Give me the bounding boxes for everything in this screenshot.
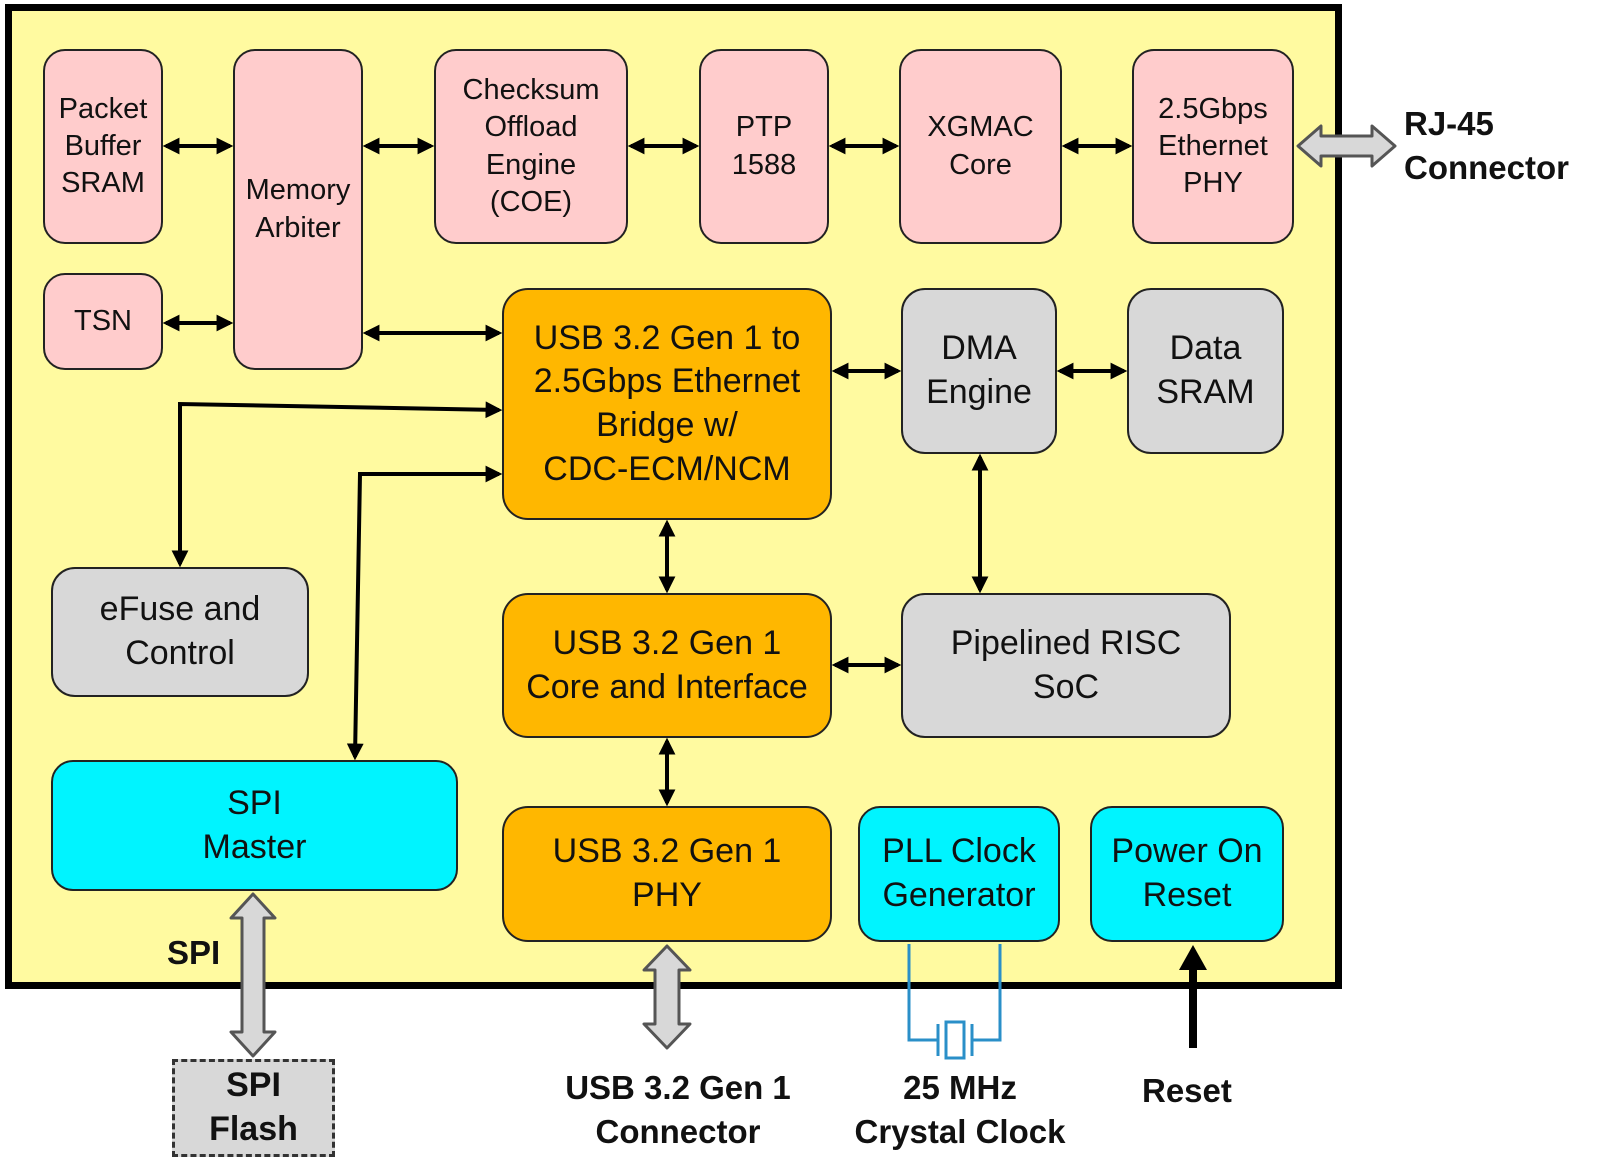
rj45-connector-label: RJ-45 Connector	[1404, 105, 1569, 186]
rj45-bus-arrow	[1296, 124, 1397, 168]
efuse-control-block: eFuse and Control	[51, 567, 309, 697]
checksum-offload-engine-block: Checksum Offload Engine (COE)	[434, 49, 628, 244]
pipelined-risc-soc-block: Pipelined RISC SoC	[901, 593, 1231, 738]
pll-clock-generator-block: PLL Clock Generator	[858, 806, 1060, 942]
usb-ethernet-bridge-block: USB 3.2 Gen 1 to 2.5Gbps Ethernet Bridge…	[502, 288, 832, 520]
packet-buffer-sram-block: Packet Buffer SRAM	[43, 49, 163, 244]
reset-signal-label: Reset	[1142, 1072, 1232, 1109]
usb-phy-block: USB 3.2 Gen 1 PHY	[502, 806, 832, 942]
spi-master-bridge-link	[346, 465, 503, 761]
reset-arrowhead-icon	[1179, 945, 1207, 970]
dma-engine-block: DMA Engine	[901, 288, 1057, 454]
usb-connector-bus-arrow	[642, 944, 692, 1050]
spi-flash-block: SPI Flash	[172, 1059, 335, 1157]
ptp-1588-block: PTP 1588	[699, 49, 829, 244]
crystal-icon	[944, 1020, 966, 1060]
spi-bus-arrow	[229, 892, 277, 1058]
crystal-wire-left	[907, 944, 938, 1042]
efuse-bridge-link	[171, 401, 503, 568]
data-sram-block: Data SRAM	[1127, 288, 1284, 454]
crystal-wire-right	[972, 944, 1002, 1042]
memory-arbiter-block: Memory Arbiter	[233, 49, 363, 370]
spi-master-block: SPI Master	[51, 760, 458, 891]
xgmac-core-block: XGMAC Core	[899, 49, 1062, 244]
tsn-block: TSN	[43, 273, 163, 370]
ethernet-phy-block: 2.5Gbps Ethernet PHY	[1132, 49, 1294, 244]
usb-connector-label: USB 3.2 Gen 1 Connector	[565, 1069, 791, 1150]
crystal-clock-label: 25 MHz Crystal Clock	[854, 1069, 1066, 1150]
spi-bus-label: SPI	[167, 934, 221, 971]
power-on-reset-block: Power On Reset	[1090, 806, 1284, 942]
usb-core-interface-block: USB 3.2 Gen 1 Core and Interface	[502, 593, 832, 738]
